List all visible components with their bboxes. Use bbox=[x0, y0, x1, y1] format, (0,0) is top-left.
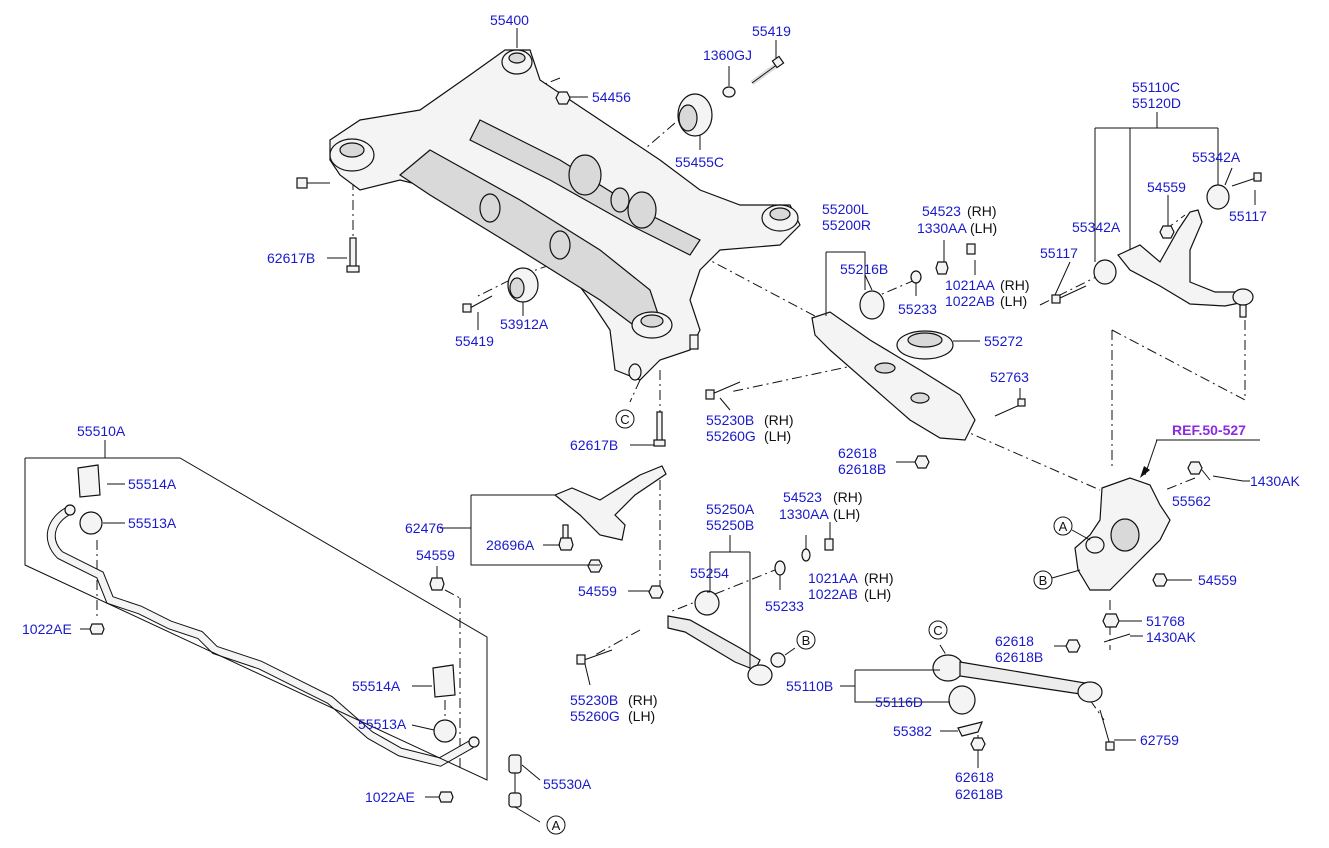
label-55233-low: 55233 bbox=[765, 598, 804, 614]
label-1430ak-bot: 1430AK bbox=[1146, 629, 1196, 645]
callout-a-knuckle: A bbox=[1059, 519, 1068, 534]
label-1022ab-low-lh: (LH) bbox=[864, 586, 891, 602]
label-62618-c: 62618 bbox=[995, 633, 1034, 649]
label-55400: 55400 bbox=[490, 12, 529, 28]
bracket bbox=[553, 465, 667, 541]
label-55120d: 55120D bbox=[1132, 95, 1181, 111]
grouping-lines bbox=[24, 112, 1219, 781]
callout-c-top: C bbox=[620, 412, 629, 427]
callout-a-link: A bbox=[552, 818, 561, 833]
label-54523-top: 54523 bbox=[922, 203, 961, 219]
label-62617b-mid: 62617B bbox=[570, 437, 618, 453]
label-55272: 55272 bbox=[984, 333, 1023, 349]
label-62617b-top: 62617B bbox=[267, 250, 315, 266]
label-55513a-top: 55513A bbox=[128, 515, 177, 531]
label-54523-low: 54523 bbox=[783, 489, 822, 505]
label-55200l: 55200L bbox=[822, 201, 869, 217]
label-55230b-low-rh: (RH) bbox=[628, 692, 658, 708]
label-55260g-low: 55260G bbox=[570, 708, 620, 724]
callout-letters: C A B B C A bbox=[546, 409, 1091, 835]
callout-c-arm: C bbox=[933, 623, 942, 638]
label-1330aa-top: 1330AA bbox=[917, 220, 967, 236]
label-55250a: 55250A bbox=[706, 501, 755, 517]
label-51768: 51768 bbox=[1146, 613, 1185, 629]
label-1330aa-low-lh: (LH) bbox=[833, 506, 860, 522]
callout-b-knuckle: B bbox=[1039, 573, 1048, 588]
label-55117-left: 55117 bbox=[1040, 245, 1078, 261]
label-62759: 62759 bbox=[1140, 732, 1179, 748]
label-62618b-c: 62618B bbox=[995, 649, 1043, 665]
label-1021aa-low-rh: (RH) bbox=[864, 570, 894, 586]
label-1021aa-low: 1021AA bbox=[808, 570, 858, 586]
stabilizer-bar bbox=[46, 464, 522, 808]
leader-lines bbox=[80, 28, 1260, 823]
label-1021aa-top-rh: (RH) bbox=[1000, 277, 1030, 293]
toe-link bbox=[667, 615, 796, 686]
upper-arm bbox=[1117, 209, 1254, 318]
label-54456: 54456 bbox=[592, 89, 631, 105]
label-54523-low-rh: (RH) bbox=[833, 489, 863, 505]
label-53912a: 53912A bbox=[500, 316, 549, 332]
label-62618-mid: 62618 bbox=[838, 445, 877, 461]
label-1360gj: 1360GJ bbox=[703, 47, 752, 63]
label-55530a: 55530A bbox=[543, 776, 592, 792]
part-labels: 55400 55419 1360GJ 54456 55455C 62617B 5… bbox=[22, 12, 1300, 805]
label-54559-topright: 54559 bbox=[1147, 179, 1186, 195]
label-55342a-right: 55342A bbox=[1192, 149, 1241, 165]
label-54559-barleft: 54559 bbox=[416, 547, 455, 563]
label-55382: 55382 bbox=[893, 723, 932, 739]
label-55260g-low-lh: (LH) bbox=[628, 708, 655, 724]
label-55514a-top: 55514A bbox=[128, 476, 177, 492]
label-55254: 55254 bbox=[690, 565, 729, 581]
label-1022ae-top: 1022AE bbox=[22, 621, 72, 637]
label-62618b-bot: 62618B bbox=[955, 786, 1003, 802]
label-1022ab-top: 1022AB bbox=[945, 293, 995, 309]
label-62476: 62476 bbox=[405, 520, 444, 536]
label-54559-lowmid: 54559 bbox=[578, 583, 617, 599]
label-28696a: 28696A bbox=[486, 537, 535, 553]
label-1021aa-top: 1021AA bbox=[945, 277, 995, 293]
callout-b-link: B bbox=[802, 633, 811, 648]
label-55216b: 55216B bbox=[840, 261, 888, 277]
label-55419-top: 55419 bbox=[752, 23, 791, 39]
label-52763: 52763 bbox=[990, 369, 1029, 385]
label-62618-bot: 62618 bbox=[955, 769, 994, 785]
label-55342a-left: 55342A bbox=[1072, 219, 1121, 235]
label-55250b: 55250B bbox=[706, 517, 754, 533]
label-55233-top: 55233 bbox=[898, 301, 937, 317]
label-55562: 55562 bbox=[1172, 493, 1211, 509]
label-55230b-low: 55230B bbox=[570, 692, 618, 708]
label-54559-knuckle: 54559 bbox=[1198, 572, 1237, 588]
label-55230b-top: 55230B bbox=[706, 412, 754, 428]
subframe-assembly bbox=[296, 49, 801, 381]
label-55110b: 55110B bbox=[786, 678, 833, 694]
label-62618b-mid: 62618B bbox=[838, 461, 886, 477]
label-1330aa-top-lh: (LH) bbox=[970, 220, 997, 236]
label-55513a-bot: 55513A bbox=[358, 716, 407, 732]
label-55117-right: 55117 bbox=[1229, 208, 1267, 224]
label-1022ab-low: 1022AB bbox=[808, 586, 858, 602]
alignment-lines bbox=[96, 77, 1246, 770]
label-ref-50-527: REF.50-527 bbox=[1172, 422, 1246, 438]
knuckle bbox=[1074, 477, 1171, 591]
hardware bbox=[89, 55, 1262, 803]
label-54523-top-rh: (RH) bbox=[967, 203, 997, 219]
label-55110c: 55110C bbox=[1132, 79, 1180, 95]
label-55200r: 55200R bbox=[822, 217, 871, 233]
label-1430ak-top: 1430AK bbox=[1250, 473, 1300, 489]
label-55455c: 55455C bbox=[675, 154, 724, 170]
label-1022ab-top-lh: (LH) bbox=[1000, 293, 1027, 309]
label-55260g-top: 55260G bbox=[706, 428, 756, 444]
label-55260g-top-lh: (LH) bbox=[764, 428, 791, 444]
lower-control-arm bbox=[811, 311, 976, 441]
label-55514a-bot: 55514A bbox=[352, 678, 401, 694]
label-1022ae-bot: 1022AE bbox=[365, 789, 415, 805]
label-55230b-top-rh: (RH) bbox=[764, 412, 794, 428]
trailing-arm bbox=[932, 654, 1103, 703]
label-55419-left: 55419 bbox=[455, 333, 494, 349]
label-55510a: 55510A bbox=[77, 423, 126, 439]
label-1330aa-low: 1330AA bbox=[779, 506, 829, 522]
label-55116d: 55116D bbox=[875, 694, 923, 710]
